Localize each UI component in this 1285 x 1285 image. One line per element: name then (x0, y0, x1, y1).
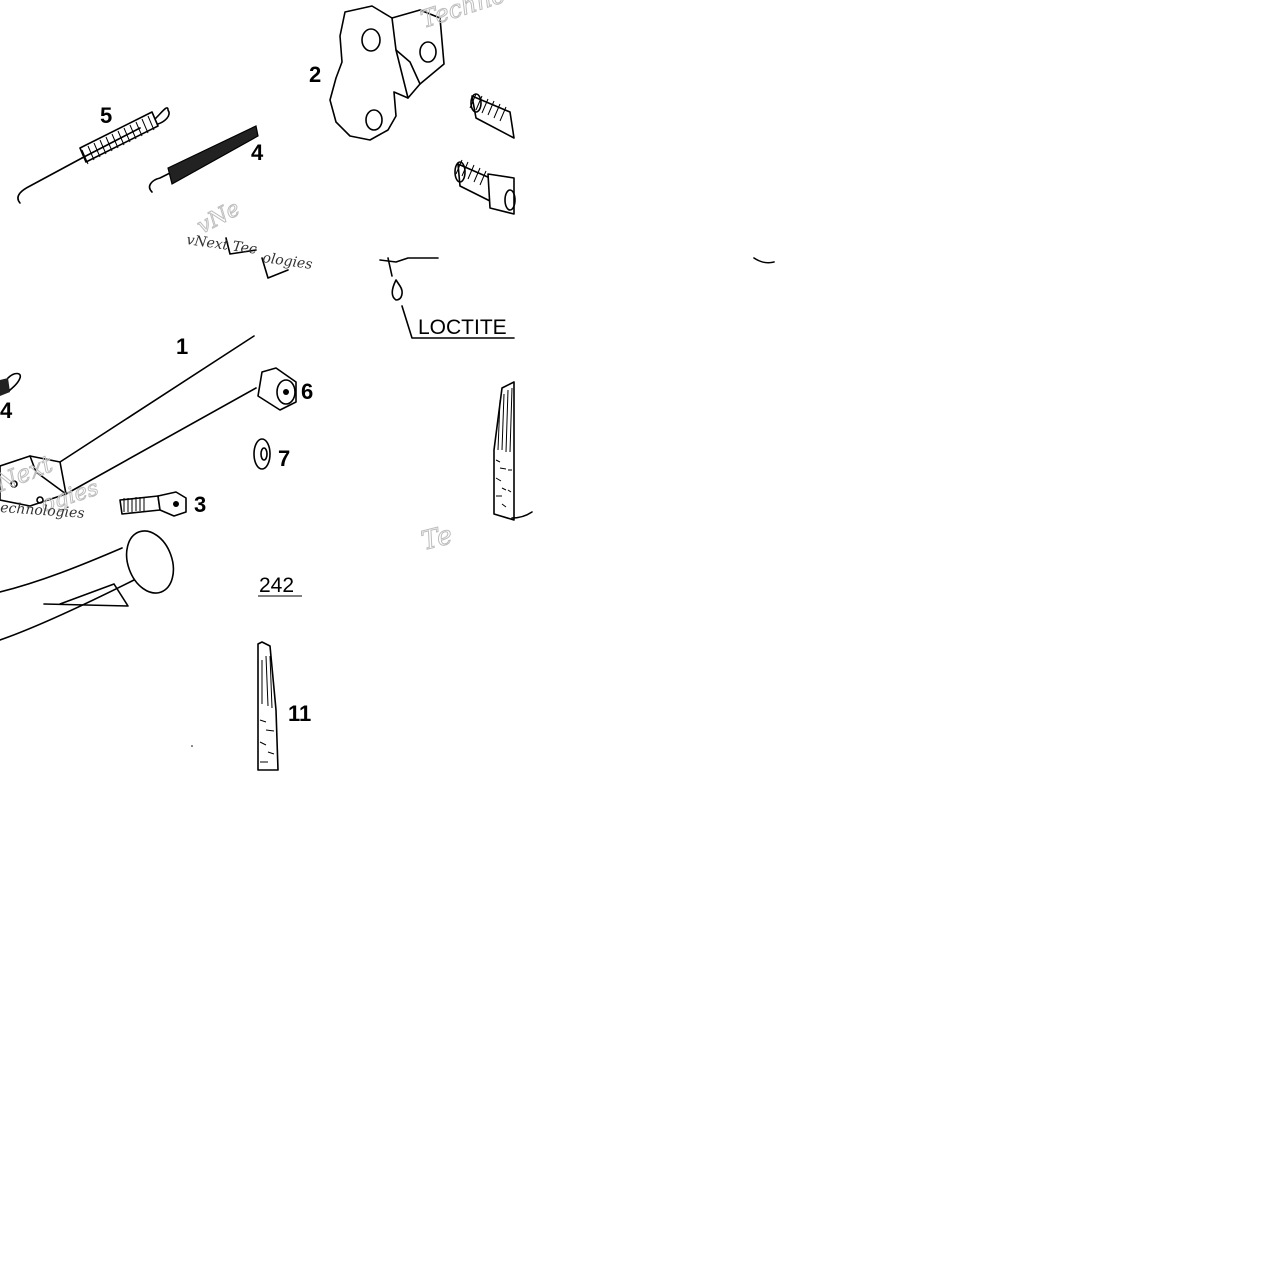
spring-part-4-mid (0, 372, 22, 396)
callout-4-mid: 4 (0, 398, 13, 423)
callout-4-top: 4 (251, 140, 264, 165)
callout-5: 5 (100, 103, 112, 128)
speck-mark (191, 745, 193, 747)
loctite-tube-part-11 (257, 641, 279, 771)
watermark-3: vNe (193, 196, 244, 239)
watermark-2: vNext Tec (185, 232, 257, 258)
loctite-label: LOCTITE (418, 316, 507, 339)
loctite-drop-icon (387, 257, 403, 301)
callout-3: 3 (194, 492, 206, 517)
callout-6: 6 (301, 379, 313, 404)
callout-7: 7 (278, 446, 290, 471)
spring-part-5 (17, 107, 170, 204)
callout-2: 2 (309, 62, 321, 87)
loctite-tube (493, 381, 533, 521)
loctite-number: 242 (259, 574, 294, 597)
watermark-4: ologies (261, 250, 313, 273)
bracket-part-2 (329, 5, 445, 141)
callout-11: 11 (288, 701, 311, 726)
watermark-1: Techno (417, 0, 509, 34)
loctite-leader-line (401, 305, 515, 339)
callout-1: 1 (176, 334, 188, 359)
spacer-part-6 (257, 367, 297, 411)
bolt-part-3 (119, 491, 187, 517)
washer-part-7 (253, 438, 271, 470)
shaft-part-1 (0, 335, 257, 507)
watermark-7: echnologies (0, 500, 85, 522)
spring-part-4-top (148, 125, 259, 193)
watermark-8: Te (418, 520, 455, 557)
bolt-lower (454, 159, 516, 215)
bolt-upper (469, 93, 515, 139)
handle-part (0, 530, 175, 641)
